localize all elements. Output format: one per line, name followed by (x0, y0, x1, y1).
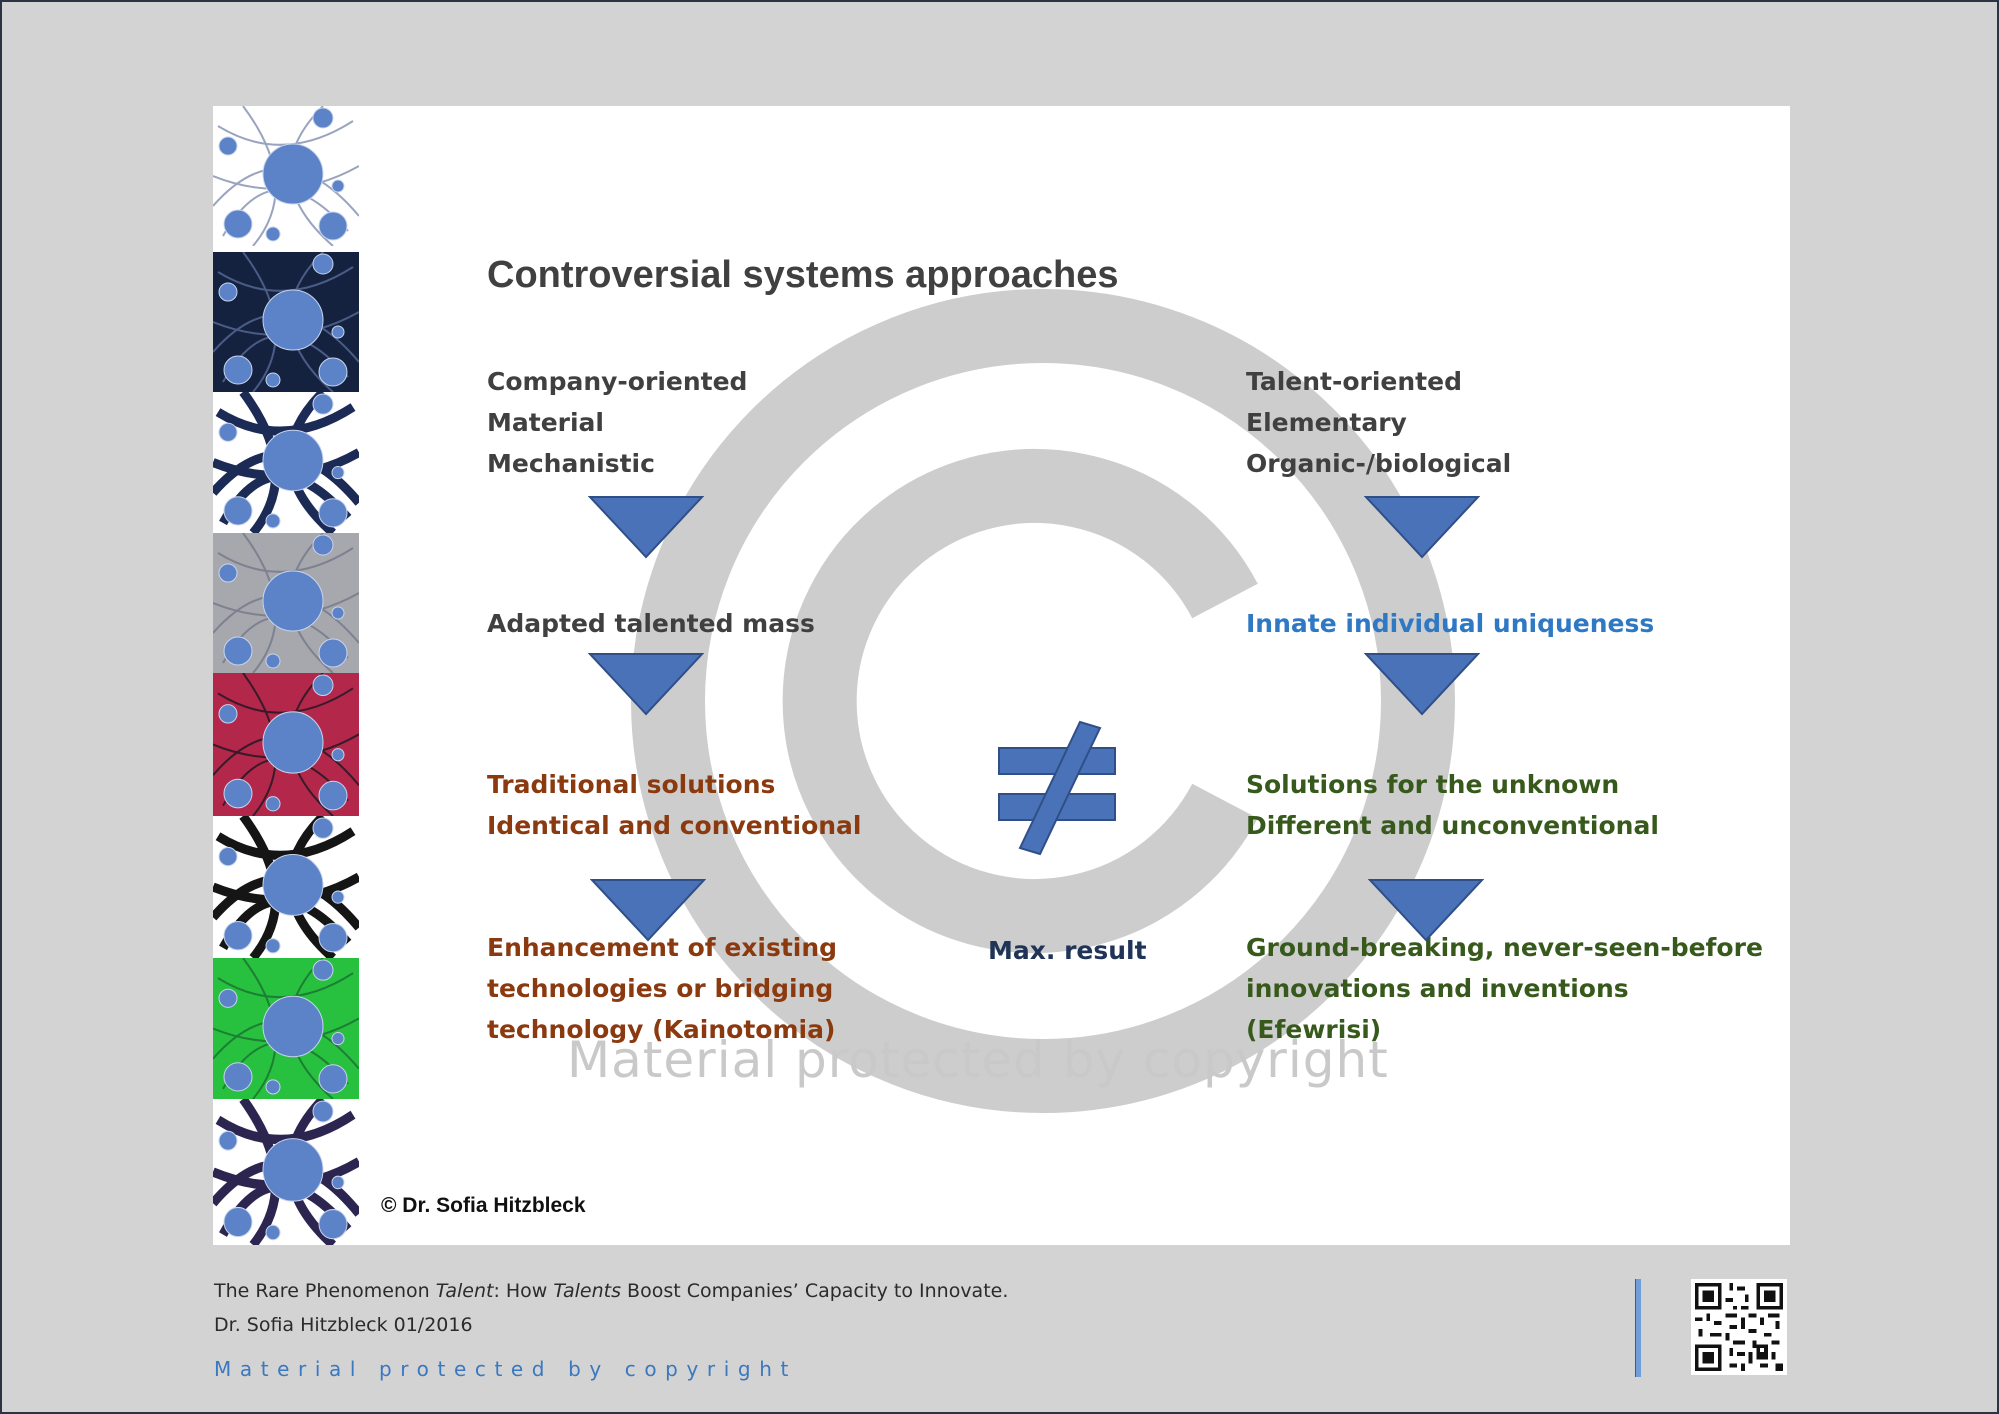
footer-author-date: Dr. Sofia Hitzbleck 01/2016 (214, 1314, 473, 1336)
left-header: Company-oriented Material Mechanistic (487, 361, 747, 484)
left-header-line: Mechanistic (487, 449, 655, 478)
right-step3: Solutions for the unknown Different and … (1246, 764, 1659, 846)
strip-tile-purple-shapes (213, 1099, 359, 1245)
right-header: Talent-oriented Elementary Organic-/biol… (1246, 361, 1511, 484)
right-step2: Innate individual uniqueness (1246, 609, 1655, 638)
max-result-label: Max. result (988, 936, 1147, 965)
left-step4-line: Enhancement of existing (487, 933, 838, 962)
left-step3: Traditional solutions Identical and conv… (487, 764, 861, 846)
slide-title: Controversial systems approaches (487, 254, 1119, 296)
left-step4-line: technologies or bridging (487, 974, 834, 1003)
footer-title-part: The Rare Phenomenon (214, 1280, 436, 1302)
left-step3-line: Identical and conventional (487, 811, 862, 840)
right-step4-line: Ground-breaking, never-seen-before (1246, 933, 1763, 962)
right-header-line: Organic-/biological (1246, 449, 1512, 478)
qr-code-icon (1691, 1279, 1787, 1375)
footer-title-part: Boost Companies’ Capacity to Innovate. (621, 1280, 1009, 1302)
right-step3-line: Solutions for the unknown (1246, 770, 1620, 799)
down-arrow-icon (590, 879, 706, 942)
left-header-line: Material (487, 408, 604, 437)
footer-title-italic: Talents (553, 1280, 622, 1302)
strip-tile-crimson (213, 673, 359, 816)
footer-title-italic: Talent (435, 1280, 494, 1302)
strip-tile-navy-shapes (213, 392, 359, 533)
right-step4-line: innovations and inventions (1246, 974, 1629, 1003)
down-arrow-icon (1368, 879, 1484, 942)
author-credit: © Dr. Sofia Hitzbleck (381, 1194, 586, 1217)
strip-tile-black-white (213, 816, 359, 958)
footer-book-title: The Rare Phenomenon Talent: How Talents … (214, 1280, 1008, 1302)
footer-title-part: : How (493, 1280, 554, 1302)
strip-tile-grey-dots (213, 533, 359, 673)
left-step2: Adapted talented mass (487, 609, 815, 638)
slide: Controversial systems approaches Company… (213, 106, 1790, 1245)
strip-tile-white-network (213, 106, 359, 246)
decorative-image-strip (213, 106, 368, 1245)
not-equal-icon (998, 720, 1116, 856)
right-step4-line: (Efewrisi) (1246, 1015, 1382, 1044)
down-arrow-icon (588, 496, 704, 559)
right-header-line: Elementary (1246, 408, 1407, 437)
right-step4: Ground-breaking, never-seen-before innov… (1246, 927, 1763, 1050)
down-arrow-icon (1364, 653, 1480, 716)
left-step4-line: technology (Kainotomia) (487, 1015, 836, 1044)
down-arrow-icon (1364, 496, 1480, 559)
right-step3-line: Different and unconventional (1246, 811, 1659, 840)
footer-divider (1635, 1279, 1641, 1377)
down-arrow-icon (588, 653, 704, 716)
footer-copyright: Material protected by copyright (214, 1357, 797, 1381)
left-step3-line: Traditional solutions (487, 770, 776, 799)
left-step4: Enhancement of existing technologies or … (487, 927, 837, 1050)
right-header-line: Talent-oriented (1246, 367, 1462, 396)
left-header-line: Company-oriented (487, 367, 748, 396)
strip-tile-green (213, 958, 359, 1099)
strip-tile-dark-navy (213, 252, 359, 392)
